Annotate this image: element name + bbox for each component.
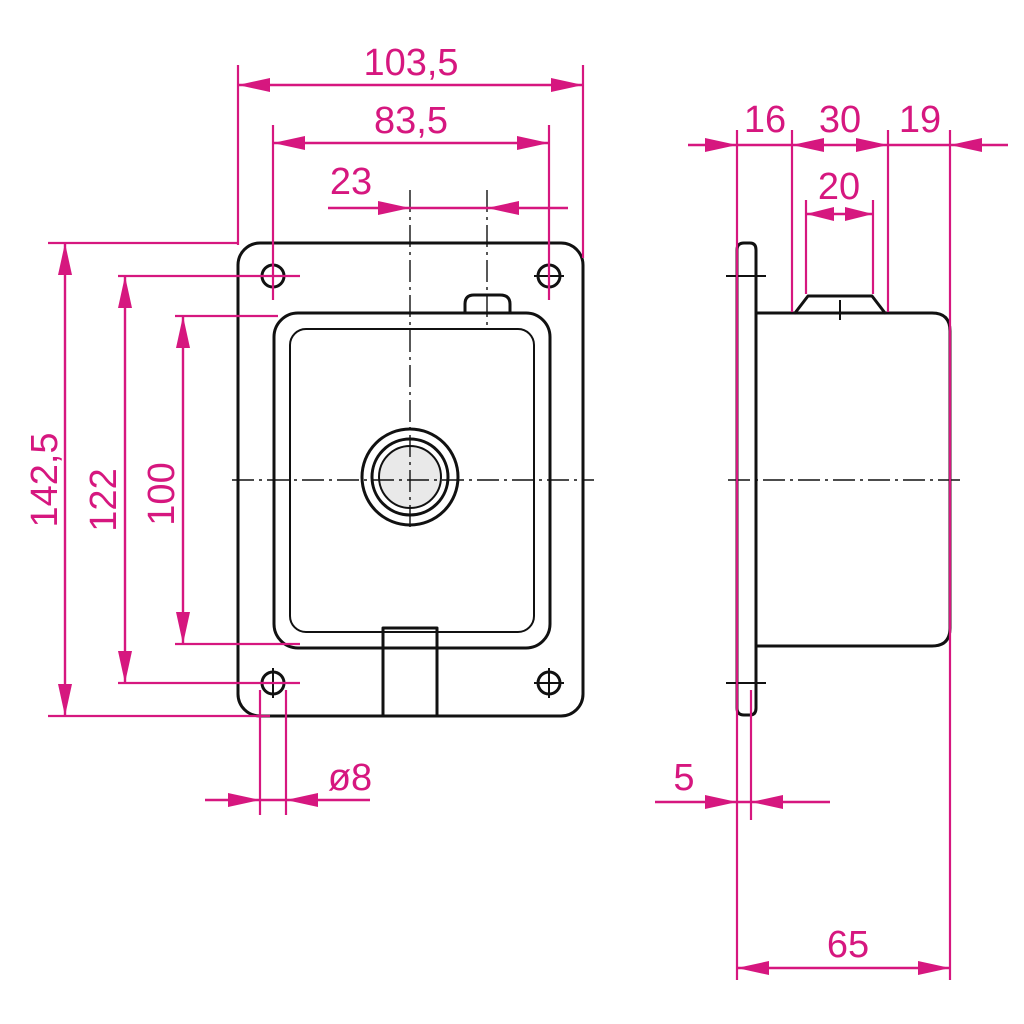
label-knob-width: 20	[818, 166, 860, 208]
side-view	[726, 241, 960, 717]
label-hole-diameter: ø8	[328, 757, 372, 799]
label-hole-spacing-vertical: 122	[83, 468, 125, 531]
label-offset-center: 23	[330, 161, 372, 203]
side-knob	[793, 294, 887, 315]
front-view	[232, 190, 594, 718]
label-flange-thickness: 5	[673, 757, 694, 799]
dimension-labels: 103,5 83,5 23 142,5 122 100 ø8 16 30 19 …	[24, 42, 941, 966]
mounting-hole-bottom-right	[534, 668, 564, 698]
label-segment-left: 16	[744, 99, 786, 141]
bottom-latch	[381, 626, 439, 718]
label-segment-middle: 30	[819, 99, 861, 141]
label-segment-right: 19	[899, 99, 941, 141]
label-overall-width: 103,5	[363, 42, 458, 84]
side-dimensions	[655, 130, 1008, 980]
label-body-height: 100	[141, 462, 183, 525]
label-overall-height: 142,5	[24, 432, 66, 527]
label-overall-depth: 65	[827, 924, 869, 966]
label-hole-spacing-horizontal: 83,5	[374, 100, 448, 142]
front-dimensions	[48, 65, 585, 815]
flange-profile	[735, 241, 758, 717]
